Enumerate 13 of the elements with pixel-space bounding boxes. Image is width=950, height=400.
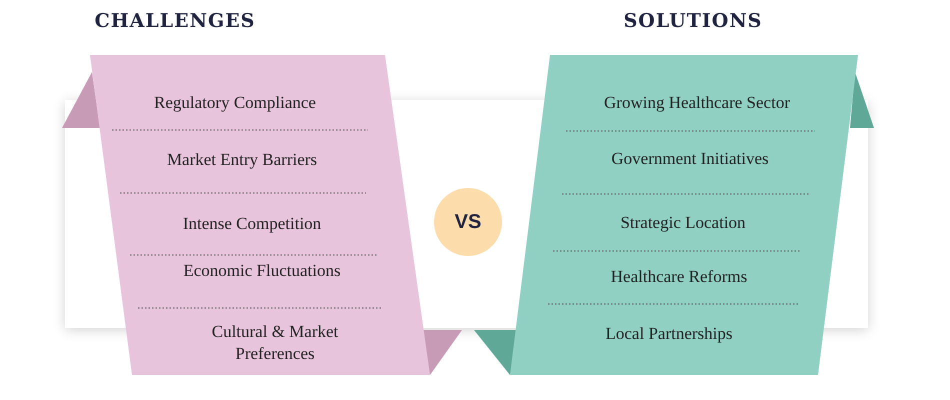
list-item: Intense Competition — [182, 213, 322, 235]
list-item: Government Initiatives — [610, 148, 770, 170]
list-item: Healthcare Reforms — [610, 266, 748, 288]
column-heading: CHALLENGES — [94, 10, 256, 32]
vs-label: VS — [454, 210, 482, 234]
list-item: Growing Healthcare Sector — [603, 92, 791, 114]
list-item: Regulatory Compliance — [153, 92, 317, 114]
list-item: Cultural & Market Preferences — [210, 321, 340, 365]
column-heading: SOLUTIONS — [622, 10, 764, 32]
list-item: Local Partnerships — [604, 323, 734, 345]
list-item: Market Entry Barriers — [166, 149, 318, 171]
list-item: Strategic Location — [619, 212, 747, 234]
list-item: Economic Fluctuations — [182, 260, 342, 282]
